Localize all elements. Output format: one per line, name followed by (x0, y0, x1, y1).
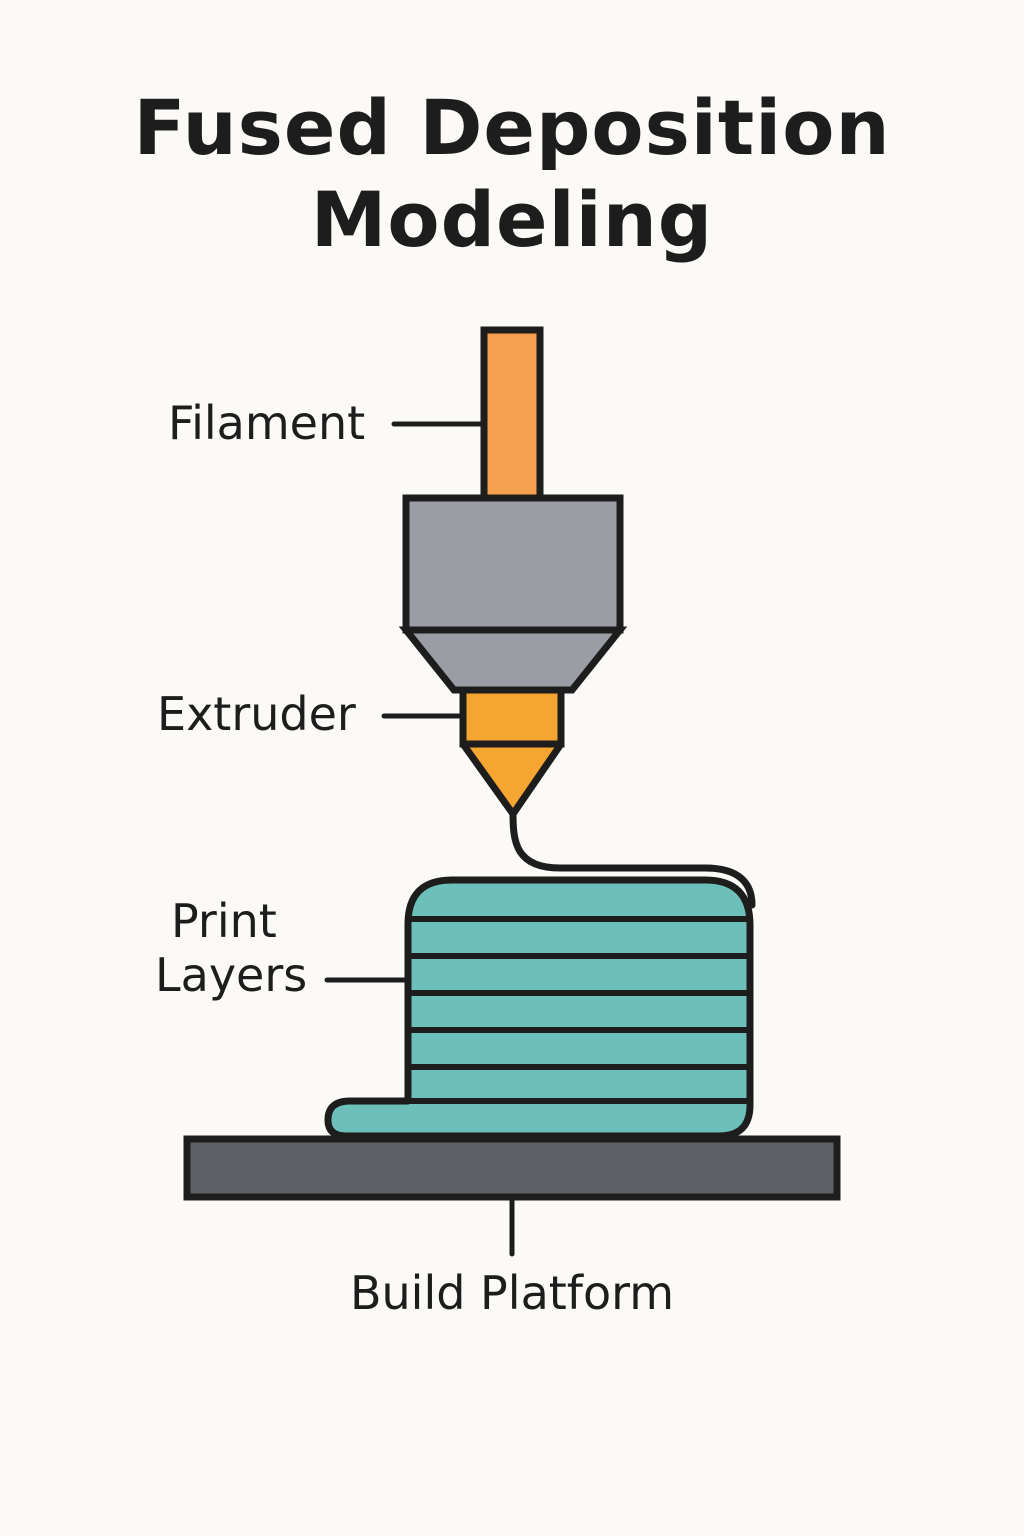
extruded-strand (509, 810, 756, 909)
nozzle-neck (459, 686, 565, 748)
print-layers-label-line-2: Layers (155, 948, 308, 1002)
filament (480, 326, 544, 504)
print-layers-label-line-1: Print (171, 894, 277, 948)
extruder-label: Extruder (157, 687, 356, 741)
title-line-2: Modeling (310, 175, 714, 264)
extruder-taper (398, 626, 628, 694)
build-platform-label: Build Platform (349, 1266, 675, 1320)
title-line-1: Fused Deposition (133, 83, 891, 172)
nozzle-tip (459, 740, 565, 818)
layer-lines (408, 916, 750, 1104)
print-layers-label: Print Layers (155, 894, 307, 1002)
filament-label: Filament (168, 396, 366, 450)
diagram-title: Fused Deposition Modeling (0, 82, 1024, 266)
extruder-body (402, 494, 624, 634)
build-platform (183, 1135, 841, 1201)
